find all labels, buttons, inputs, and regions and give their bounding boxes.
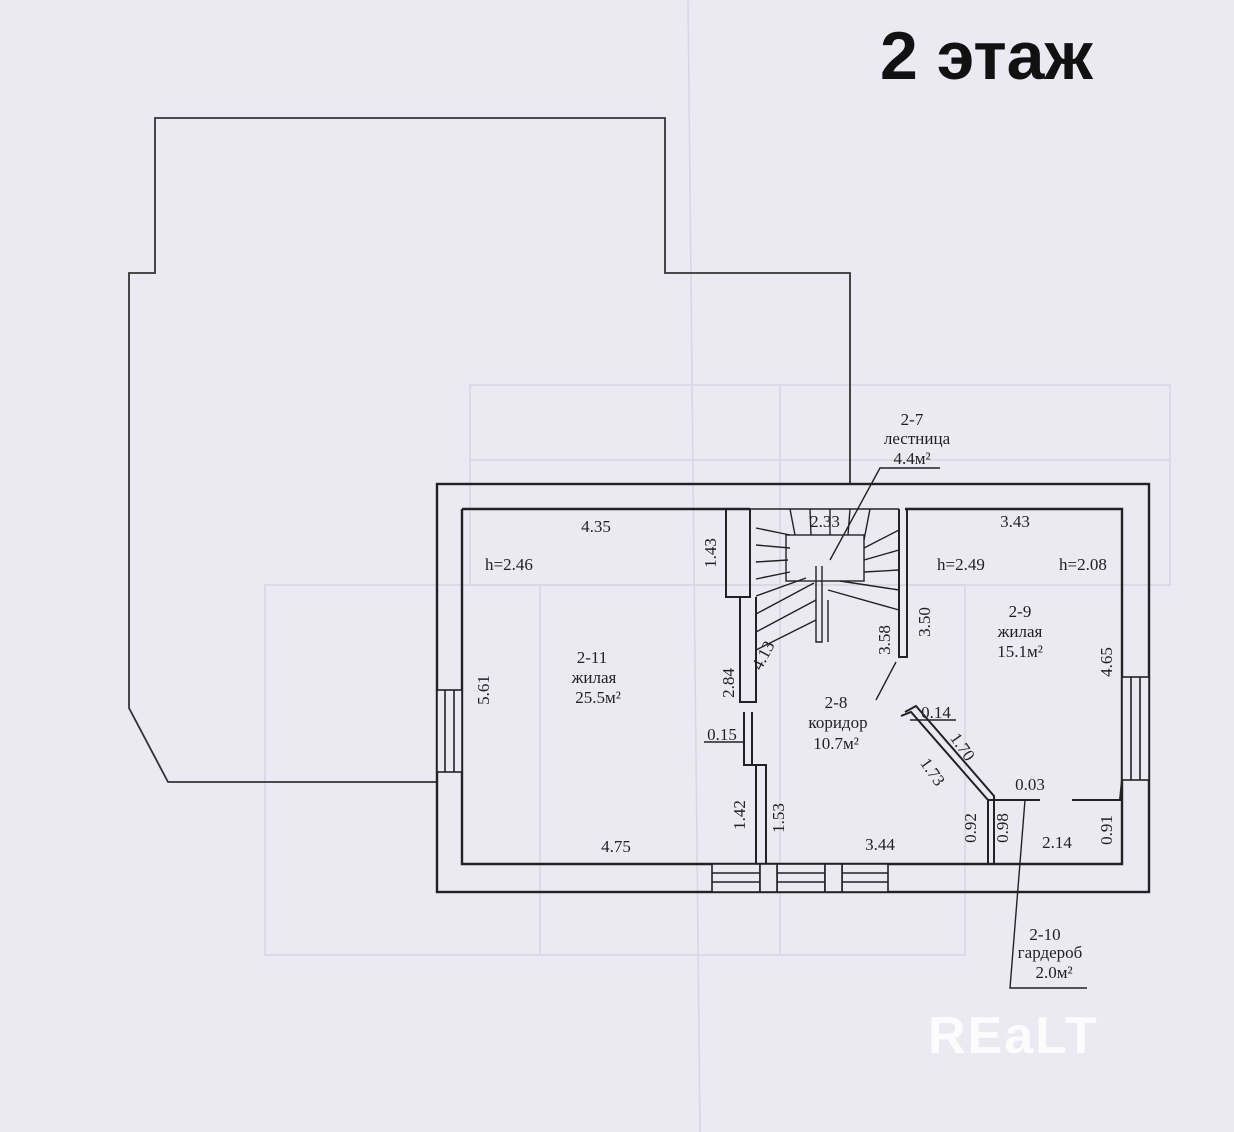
dimension-label: 4.65 — [1097, 647, 1116, 677]
dimension-label: 0.03 — [1015, 775, 1045, 794]
room-type: жилая — [997, 622, 1043, 641]
dimension-label: 4.35 — [581, 517, 611, 536]
dimension-label: 4.75 — [601, 837, 631, 856]
dimension-label: 0.14 — [921, 703, 951, 722]
room-area: 15.1м² — [997, 642, 1043, 661]
windows — [436, 676, 1150, 893]
dimension-label: 3.50 — [915, 607, 934, 637]
vertical-dimensions: 1.43 5.61 2.84 4.13 3.58 3.50 4.65 1.42 … — [474, 538, 1116, 845]
room-2-10-label: 2-10 гардероб 2.0м² — [1018, 925, 1083, 982]
horizontal-dimensions: 4.35 2.33 3.43 4.75 3.44 2.14 0.15 0.14 … — [581, 512, 1072, 856]
room-area: 10.7м² — [813, 734, 859, 753]
room-code: 2-7 — [901, 410, 924, 429]
dimension-label: 2.33 — [810, 512, 840, 531]
height-label: h=2.46 — [485, 555, 533, 574]
height-label: h=2.08 — [1059, 555, 1107, 574]
floor-title: 2 этаж — [880, 18, 1093, 94]
exterior-walls — [435, 482, 1151, 894]
room-type: гардероб — [1018, 943, 1083, 962]
dimension-label: 2.14 — [1042, 833, 1072, 852]
dimension-label: 1.53 — [769, 803, 788, 833]
room-area: 2.0м² — [1035, 963, 1072, 982]
ceiling-heights: h=2.46 h=2.49 h=2.08 — [485, 555, 1107, 574]
room-code: 2-8 — [825, 693, 848, 712]
room-type: жилая — [571, 668, 617, 687]
dimension-label: 5.61 — [474, 675, 493, 705]
dimension-label: 1.43 — [701, 538, 720, 568]
leader-lines — [704, 467, 1087, 989]
room-2-8-label: 2-8 коридор 10.7м² — [808, 693, 867, 753]
height-label: h=2.49 — [937, 555, 985, 574]
dimension-label: 4.13 — [748, 638, 779, 673]
dimension-label: 0.91 — [1097, 815, 1116, 845]
room-2-7-label: 2-7 лестница 4.4м² — [884, 410, 951, 468]
lower-roof-outline — [128, 117, 851, 783]
staircase — [750, 508, 900, 651]
dimension-label: 1.42 — [730, 800, 749, 830]
dimension-label: 3.43 — [1000, 512, 1030, 531]
room-area: 25.5м² — [575, 688, 621, 707]
dimension-label: 0.92 — [961, 813, 980, 843]
realt-watermark-logo: REaLT — [928, 1007, 1099, 1065]
dimension-label: 3.44 — [865, 835, 895, 854]
dimension-label: 3.58 — [875, 625, 894, 655]
room-2-9-label: 2-9 жилая 15.1м² — [997, 602, 1043, 661]
room-code: 2-10 — [1029, 925, 1060, 944]
dimension-label: 1.73 — [916, 754, 949, 789]
room-2-11-label: 2-11 жилая 25.5м² — [571, 648, 621, 707]
dimension-label: 0.98 — [993, 813, 1012, 843]
room-type: коридор — [808, 713, 867, 732]
room-type: лестница — [884, 429, 951, 448]
dimension-label: 0.15 — [707, 725, 737, 744]
dimension-label: 2.84 — [719, 668, 738, 698]
room-code: 2-11 — [577, 648, 608, 667]
room-code: 2-9 — [1009, 602, 1032, 621]
room-area: 4.4м² — [893, 449, 930, 468]
